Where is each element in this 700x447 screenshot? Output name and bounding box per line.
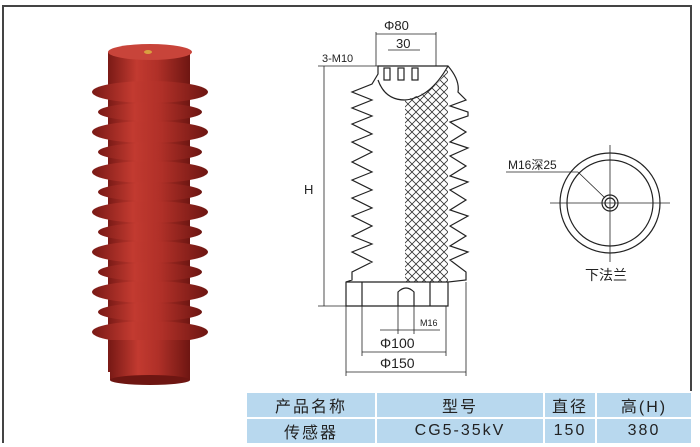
dim-phi150: Φ150 <box>380 355 415 371</box>
dim-m16: M16 <box>420 318 438 328</box>
dim-3m10: 3-M10 <box>322 53 353 65</box>
flange-hole-label: M16深25 <box>508 158 557 172</box>
technical-drawing <box>318 32 670 376</box>
spec-table: 产品名称 型号 直径 高(H) 传感器 CG5-35kV 150 380 <box>245 391 693 445</box>
dim-h: H <box>304 182 313 197</box>
header-diameter: 直径 <box>543 391 597 419</box>
insulator-photo <box>92 44 208 385</box>
dim-phi80: Φ80 <box>384 18 409 33</box>
image-frame <box>2 5 692 443</box>
header-product-name: 产品名称 <box>245 391 377 419</box>
dim-phi100: Φ100 <box>380 335 415 351</box>
cell-product-name: 传感器 <box>245 417 377 445</box>
drawing-labels: Φ80 30 3-M10 H M16 Φ100 Φ150 M16深25 下法兰 <box>304 18 627 371</box>
cell-model: CG5-35kV <box>375 417 545 445</box>
table-header-row: 产品名称 型号 直径 高(H) <box>245 391 693 419</box>
header-height: 高(H) <box>595 391 693 419</box>
cell-diameter: 150 <box>543 417 597 445</box>
cell-height: 380 <box>595 417 693 445</box>
dim-30: 30 <box>396 36 410 51</box>
table-row: 传感器 CG5-35kV 150 380 <box>245 417 693 445</box>
header-model: 型号 <box>375 391 545 419</box>
flange-label: 下法兰 <box>585 267 627 283</box>
